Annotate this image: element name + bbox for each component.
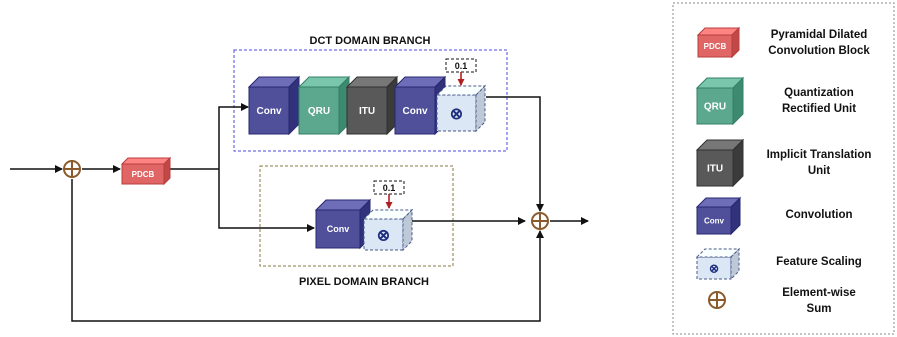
pixel-scale-block: ⊗ bbox=[362, 208, 414, 252]
dct-scale-block-label: ⊗ bbox=[450, 106, 463, 123]
dct-conv1-block: Conv bbox=[247, 75, 301, 136]
pixel-conv-block-label: Conv bbox=[327, 224, 350, 234]
pdcb-block-label: PDCB bbox=[132, 170, 155, 179]
legend-label: Unit bbox=[808, 165, 831, 177]
legend-label: Implicit Translation bbox=[767, 149, 872, 161]
legend-itu-icon-label: ITU bbox=[707, 164, 723, 175]
legend-scaling-icon-label: ⊗ bbox=[709, 261, 719, 275]
dct-in-arrow bbox=[218, 103, 249, 169]
pixel-branch-title: PIXEL DOMAIN BRANCH bbox=[299, 276, 429, 288]
legend-label: Pyramidal Dilated bbox=[771, 29, 868, 41]
dct-scale-value: 0.1 bbox=[445, 58, 477, 86]
legend-label: Sum bbox=[807, 303, 832, 315]
output-sum-node bbox=[531, 212, 549, 230]
legend-item: ⊗ Feature Scaling bbox=[695, 247, 862, 281]
legend-label: Quantization bbox=[784, 87, 854, 99]
legend-qru-icon-label: QRU bbox=[704, 102, 726, 113]
dct-branch-title: DCT DOMAIN BRANCH bbox=[310, 35, 431, 47]
legend-label: Rectified Unit bbox=[782, 103, 856, 115]
svg-text:0.1: 0.1 bbox=[455, 61, 468, 71]
legend-pdcb-icon: PDCB bbox=[696, 26, 741, 59]
connections bbox=[10, 96, 589, 322]
legend-pdcb-icon-label: PDCB bbox=[704, 42, 727, 51]
dct-qru-block-label: QRU bbox=[308, 106, 330, 117]
legend-sum-icon bbox=[708, 291, 726, 309]
dct-branch-box bbox=[233, 49, 508, 152]
legend-conv-icon-label: Conv bbox=[704, 216, 725, 225]
pixel-branch-box bbox=[259, 165, 454, 267]
legend-label: Element-wise bbox=[782, 287, 856, 299]
skip-arrow bbox=[71, 179, 544, 322]
legend-label: Convolution Block bbox=[768, 45, 870, 57]
pdcb-block: PDCB bbox=[120, 156, 172, 186]
legend-qru-icon: QRU bbox=[695, 76, 745, 126]
legend-label: Convolution bbox=[785, 209, 852, 221]
pixel-in-arrow bbox=[218, 169, 315, 232]
legend-scaling-icon: ⊗ bbox=[695, 247, 741, 281]
legend-label: Feature Scaling bbox=[776, 256, 862, 268]
dct-scale-block: ⊗ bbox=[435, 84, 487, 133]
pixel-scale-block-label: ⊗ bbox=[377, 227, 390, 244]
legend-itu-icon: ITU bbox=[695, 138, 745, 188]
dct-conv2-block-label: Conv bbox=[403, 106, 428, 117]
legend-item: Conv Convolution bbox=[695, 196, 853, 236]
dct-out-arrow bbox=[486, 96, 544, 212]
dct-qru-block: QRU bbox=[297, 75, 351, 136]
pixel-scale-value: 0.1 bbox=[373, 180, 405, 209]
svg-text:0.1: 0.1 bbox=[383, 183, 396, 193]
input-sum-node bbox=[63, 160, 81, 178]
pixel-conv-block: Conv bbox=[314, 198, 372, 250]
dct-conv1-block-label: Conv bbox=[257, 106, 282, 117]
legend-conv-icon: Conv bbox=[695, 196, 742, 236]
dct-itu-block: ITU bbox=[345, 75, 399, 136]
dct-itu-block-label: ITU bbox=[359, 106, 375, 117]
